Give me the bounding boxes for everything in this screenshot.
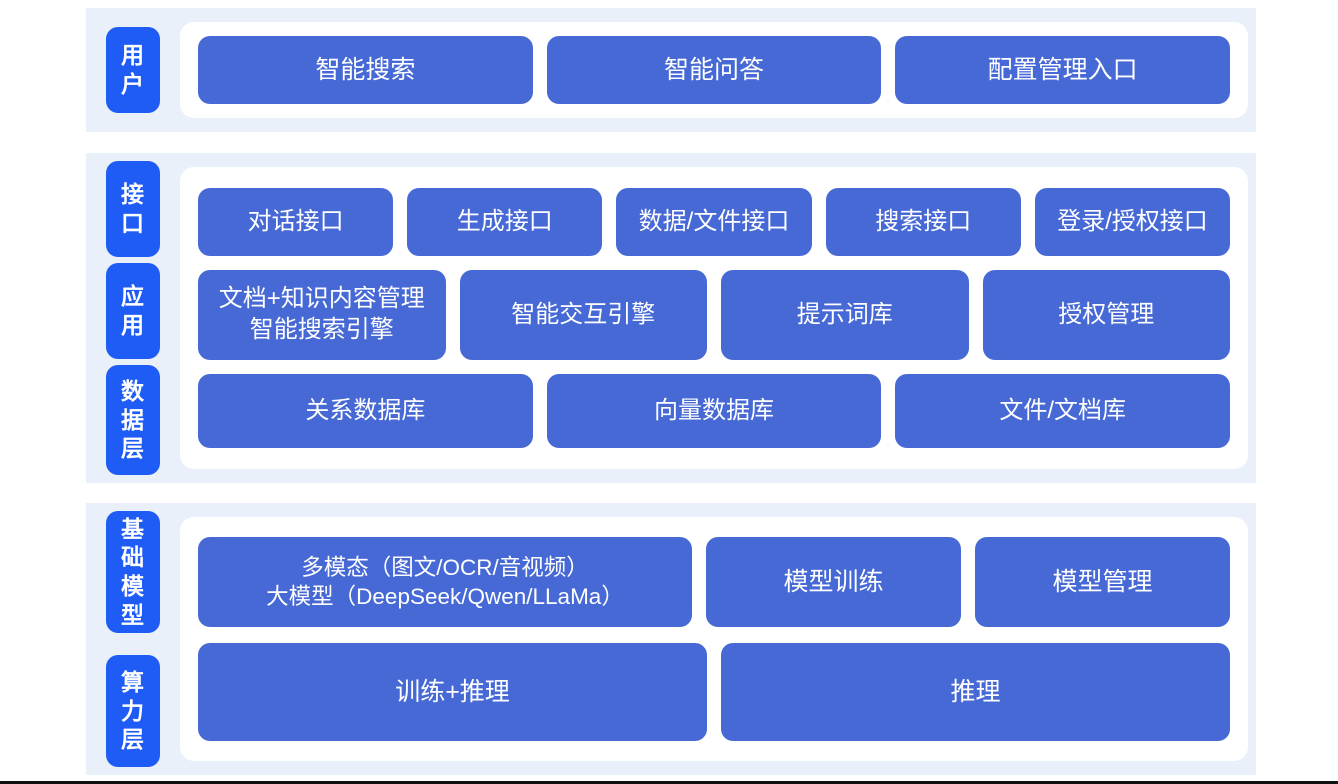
card-relational-database[interactable]: 关系数据库 [198,374,533,448]
card-generation-interface[interactable]: 生成接口 [407,188,603,256]
side-tab-user[interactable]: 用户 [106,27,160,113]
side-tab-foundation-model[interactable]: 基础模型 [106,511,160,633]
card-training-plus-inference[interactable]: 训练+推理 [198,643,707,741]
card-vector-database[interactable]: 向量数据库 [546,374,882,448]
card-smart-interaction-engine[interactable]: 智能交互引擎 [459,270,707,360]
side-tab-data-layer-label: 数据层 [121,378,145,462]
card-multimodal-large-model[interactable]: 多模态（图文/OCR/音视频） 大模型（DeepSeek/Qwen/LLaMa） [198,537,692,627]
card-model-training[interactable]: 模型训练 [706,537,961,627]
card-authorization-management[interactable]: 授权管理 [982,270,1230,360]
section-user-label-gutter: 用户 [86,8,180,132]
side-tab-user-label: 用户 [121,42,145,97]
card-prompt-library[interactable]: 提示词库 [721,270,969,360]
section-bottom-label-gutter: 基础模型 算力层 [86,503,180,775]
section-bottom: 基础模型 算力层 多模态（图文/OCR/音视频） 大模型（DeepSeek/Qw… [86,503,1256,775]
card-config-management-entry[interactable]: 配置管理入口 [895,36,1231,104]
card-model-management[interactable]: 模型管理 [975,537,1230,627]
card-smart-search[interactable]: 智能搜索 [198,36,533,104]
section-middle-label-gutter: 接口 应用 数据层 [86,153,180,483]
section-user-panel: 智能搜索 智能问答 配置管理入口 [180,22,1248,118]
section-bottom-panel: 多模态（图文/OCR/音视频） 大模型（DeepSeek/Qwen/LLaMa）… [180,517,1248,761]
card-doc-knowledge-content-management[interactable]: 文档+知识内容管理 智能搜索引擎 [198,270,446,360]
card-login-auth-interface[interactable]: 登录/授权接口 [1034,188,1231,256]
card-dialog-interface[interactable]: 对话接口 [198,188,394,256]
section-middle-row-applications: 文档+知识内容管理 智能搜索引擎 智能交互引擎 提示词库 授权管理 [198,270,1230,360]
section-user: 用户 智能搜索 智能问答 配置管理入口 [86,8,1256,132]
card-inference[interactable]: 推理 [721,643,1230,741]
side-tab-foundation-model-label: 基础模型 [121,515,145,628]
section-middle-panel: 对话接口 生成接口 数据/文件接口 搜索接口 登录/授权接口 文档+知识内容管理… [180,167,1248,469]
side-tab-application[interactable]: 应用 [106,263,160,359]
section-user-row-1: 智能搜索 智能问答 配置管理入口 [198,36,1231,104]
section-middle-row-data: 关系数据库 向量数据库 文件/文档库 [198,374,1231,448]
section-bottom-row-compute: 训练+推理 推理 [198,643,1230,741]
side-tab-compute-layer-label: 算力层 [121,669,145,753]
section-bottom-row-models: 多模态（图文/OCR/音视频） 大模型（DeepSeek/Qwen/LLaMa）… [198,537,1230,627]
card-search-interface[interactable]: 搜索接口 [825,188,1021,256]
section-middle-row-interfaces: 对话接口 生成接口 数据/文件接口 搜索接口 登录/授权接口 [198,188,1231,256]
card-data-file-interface[interactable]: 数据/文件接口 [616,188,812,256]
side-tab-application-label: 应用 [121,283,145,338]
side-tab-interface-label: 接口 [121,181,145,236]
side-tab-compute-layer[interactable]: 算力层 [106,655,160,767]
side-tab-data-layer[interactable]: 数据层 [106,365,160,475]
card-file-document-store[interactable]: 文件/文档库 [895,374,1231,448]
section-middle: 接口 应用 数据层 对话接口 生成接口 数据/文件接口 搜索接口 登录/授权接口… [86,153,1256,483]
side-tab-interface[interactable]: 接口 [106,161,160,257]
card-smart-qa[interactable]: 智能问答 [546,36,882,104]
